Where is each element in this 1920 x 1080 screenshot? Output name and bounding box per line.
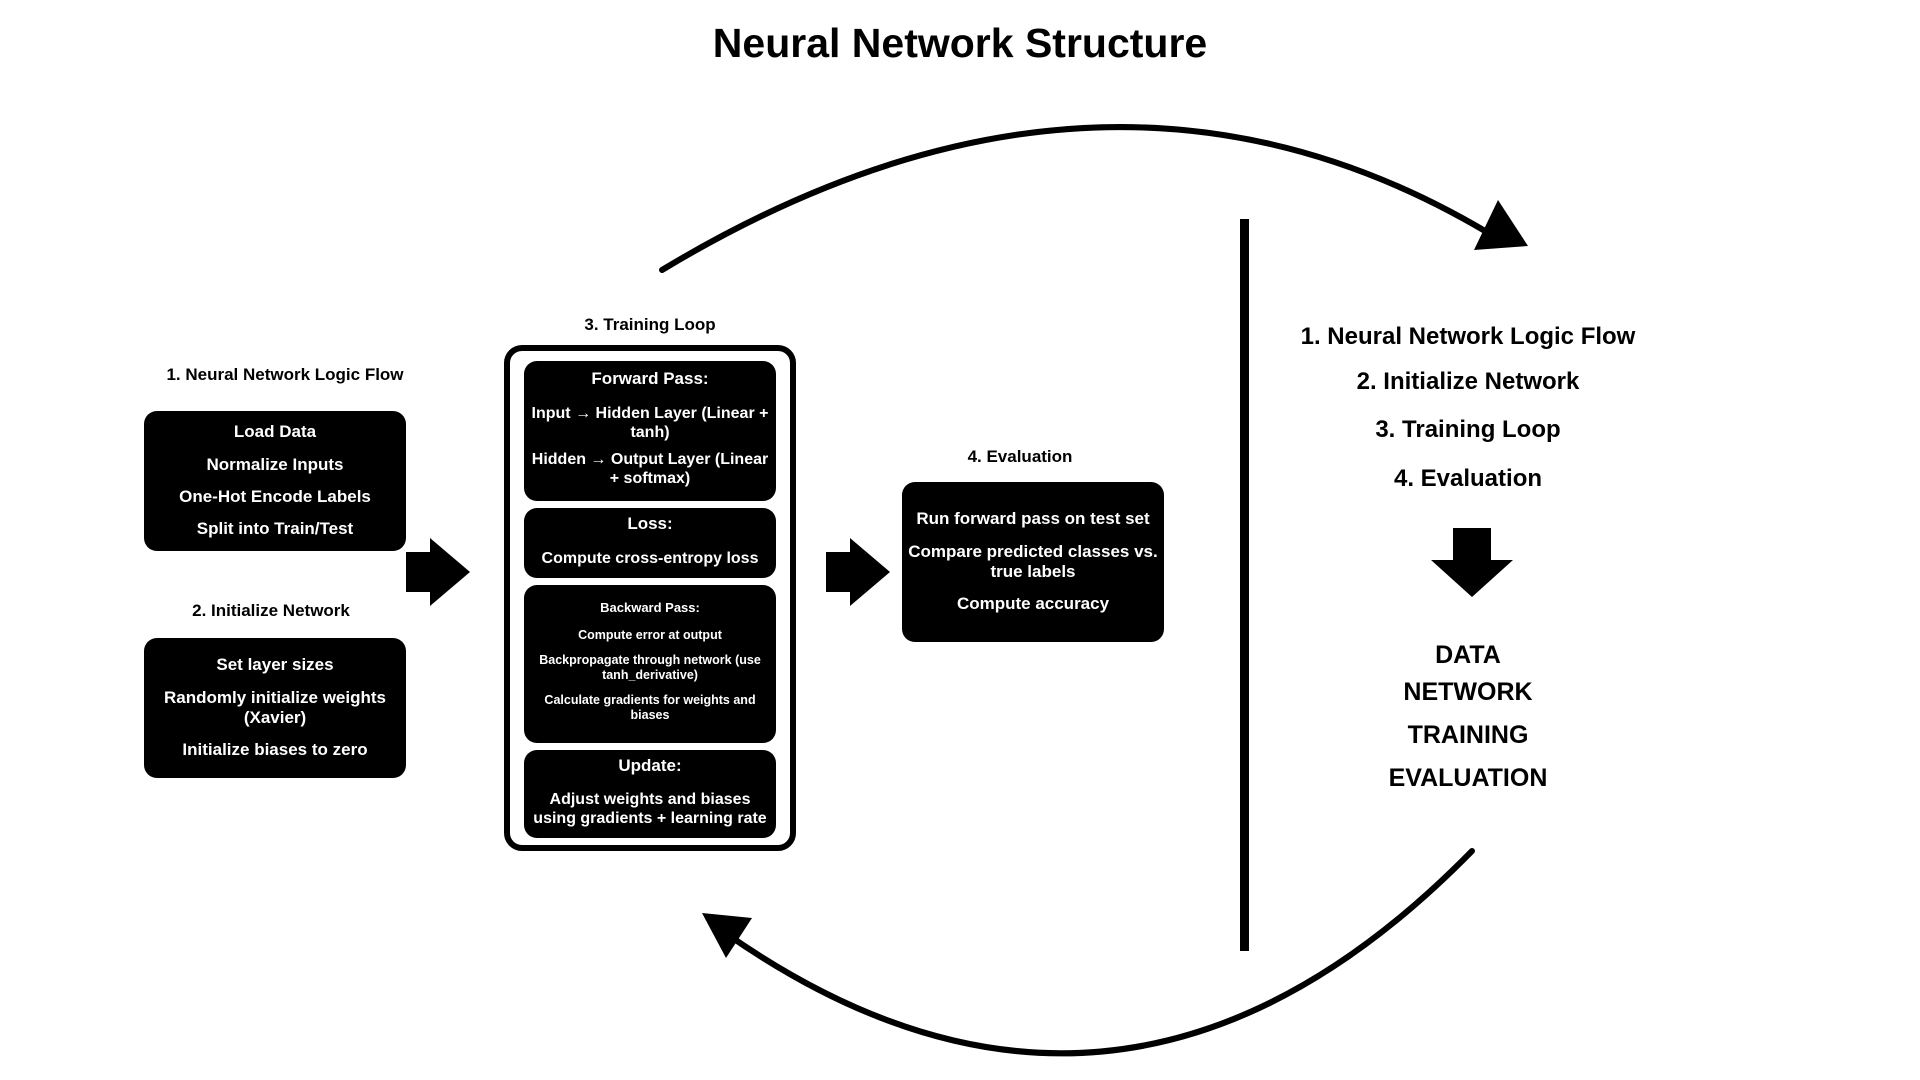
data-prep-box: Load Data Normalize Inputs One-Hot Encod… — [144, 411, 406, 551]
stage-evaluation: EVALUATION — [1388, 764, 1548, 792]
summary-step-4: 4. Evaluation — [1393, 465, 1543, 492]
stage-data: DATA — [1435, 641, 1501, 669]
arrow-right-icon — [406, 538, 470, 606]
step-one-hot-encode: One-Hot Encode Labels — [179, 487, 371, 506]
eval-compare-labels: Compare predicted classes vs. true label… — [908, 541, 1158, 581]
forward-pass-heading: Forward Pass: — [591, 369, 709, 389]
step-split-train-test: Split into Train/Test — [196, 519, 354, 539]
update-box: Update: Adjust weights and biases using … — [524, 750, 776, 838]
forward-line-hidden-output: Hidden → Output Layer (Linear + softmax) — [531, 451, 769, 488]
forward-line-input-hidden: Input → Hidden Layer (Linear + tanh) — [531, 404, 769, 441]
step-normalize-inputs: Normalize Inputs — [206, 454, 344, 474]
loss-heading: Loss: — [627, 514, 673, 534]
loss-box: Loss: Compute cross-entropy loss — [524, 508, 776, 578]
summary-step-1: 1. Neural Network Logic Flow — [1300, 323, 1636, 350]
arrow-down-icon — [1431, 528, 1513, 597]
loss-line: Compute cross-entropy loss — [541, 549, 759, 567]
stage-training: TRAINING — [1407, 721, 1529, 749]
arrowhead-icon — [702, 913, 752, 958]
backward-line-error: Compute error at output — [578, 628, 722, 643]
step-load-data: Load Data — [233, 422, 317, 442]
stage-network: NETWORK — [1403, 678, 1533, 706]
step-set-layer-sizes: Set layer sizes — [216, 655, 334, 675]
update-line: Adjust weights and biases using gradient… — [533, 791, 767, 828]
divider-line — [1240, 219, 1249, 951]
backward-line-gradients: Calculate gradients for weights and bias… — [544, 693, 756, 723]
backward-pass-heading: Backward Pass: — [600, 599, 700, 615]
init-network-box: Set layer sizes Randomly initialize weig… — [144, 638, 406, 778]
backward-line-backprop: Backpropagate through network (use tanh_… — [539, 653, 761, 683]
bottom-curve-arrow — [721, 848, 1475, 1057]
step-init-biases: Initialize biases to zero — [182, 740, 368, 760]
section3-label: 3. Training Loop — [584, 315, 716, 334]
forward-pass-box: Forward Pass: Input → Hidden Layer (Line… — [524, 361, 776, 501]
backward-pass-box: Backward Pass: Compute error at output B… — [524, 585, 776, 743]
eval-forward-pass: Run forward pass on test set — [916, 509, 1150, 529]
evaluation-box: Run forward pass on test set Compare pre… — [902, 482, 1164, 642]
page-title: Neural Network Structure — [712, 20, 1208, 66]
section2-label: 2. Initialize Network — [192, 601, 350, 620]
arrow-right-icon — [826, 538, 890, 606]
training-loop-container: Forward Pass: Input → Hidden Layer (Line… — [504, 345, 796, 851]
eval-compute-accuracy: Compute accuracy — [956, 594, 1110, 614]
section1-label: 1. Neural Network Logic Flow — [166, 365, 404, 384]
step-init-weights: Randomly initialize weights (Xavier) — [164, 687, 386, 727]
summary-step-2: 2. Initialize Network — [1356, 368, 1580, 395]
section4-label: 4. Evaluation — [967, 447, 1073, 466]
top-curve-arrow — [659, 124, 1503, 273]
arrowhead-icon — [1474, 200, 1528, 250]
update-heading: Update: — [618, 755, 682, 775]
summary-step-3: 3. Training Loop — [1375, 416, 1561, 443]
